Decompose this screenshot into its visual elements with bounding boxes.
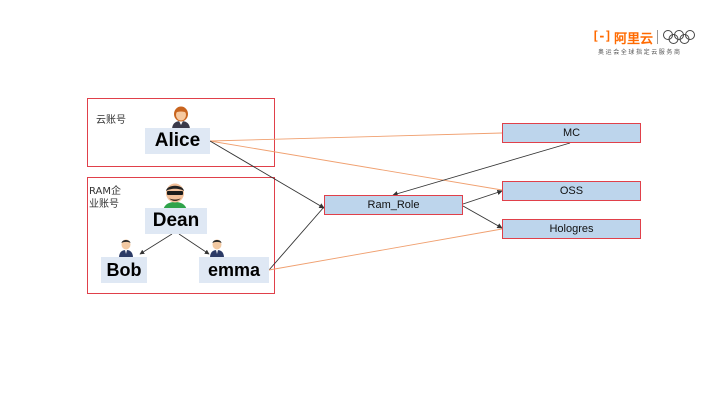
edge-ramrole-hologres <box>462 205 503 229</box>
aliyun-mark-icon: [-] <box>592 29 612 43</box>
logo-brand-text: 阿里云 <box>614 32 654 47</box>
edge-emma-hologres <box>268 228 503 271</box>
ram-account-group <box>87 177 275 294</box>
service-oss-node: OSS <box>502 181 641 201</box>
user-emma: emma <box>199 257 269 283</box>
user-icon <box>119 239 133 258</box>
logo-tagline: 奥运会全球指定云服务商 <box>598 49 682 56</box>
ram-role-node: Ram_Role <box>324 195 463 215</box>
aliyun-logo: [-] 阿里云 奥运会全球指定云服务商 <box>592 27 704 59</box>
service-mc-node: MC <box>502 123 641 143</box>
olympic-rings-icon <box>663 30 695 44</box>
edge-alice-oss <box>209 140 503 191</box>
edge-mc-ramrole <box>392 142 571 197</box>
user-alice: Alice <box>145 128 210 154</box>
edge-alice-mc <box>209 132 503 142</box>
edge-dean-emma <box>178 233 210 255</box>
edge-ramrole-oss <box>462 189 503 205</box>
user-female-icon <box>172 106 190 130</box>
cloud-account-group <box>87 98 275 167</box>
cloud-account-label: 云账号 <box>96 115 126 126</box>
edge-emma-ramrole <box>268 206 325 271</box>
user-icon <box>210 239 224 258</box>
logo-divider <box>657 30 658 44</box>
ram-account-label: RAM企业账号 <box>89 186 122 210</box>
edge-dean-bob <box>139 233 173 255</box>
service-hologres-node: Hologres <box>502 219 641 239</box>
user-bob: Bob <box>101 257 147 283</box>
user-dean: Dean <box>145 208 207 234</box>
edge-alice-ramrole <box>209 140 325 209</box>
